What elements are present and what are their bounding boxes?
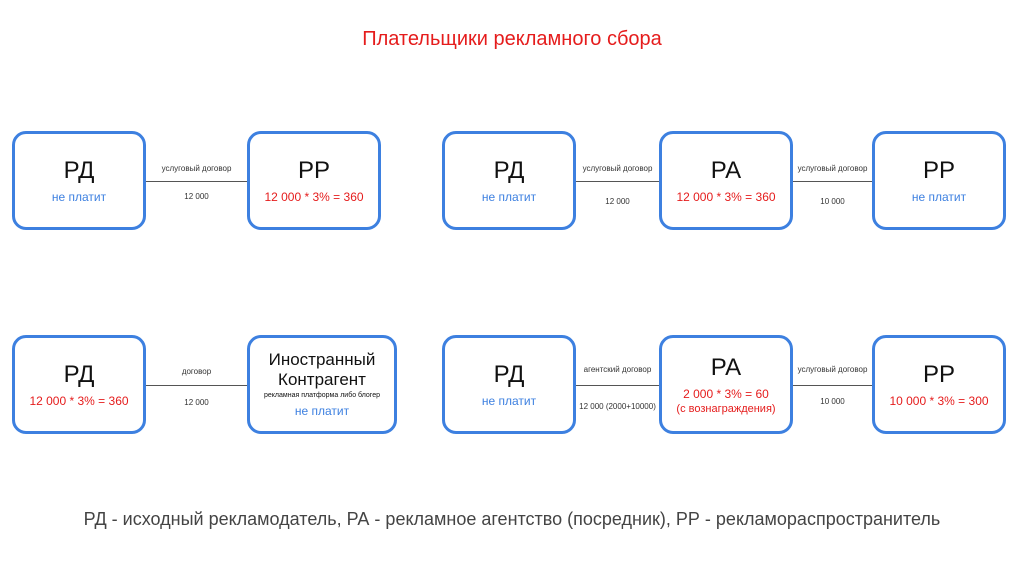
box-label: РА <box>710 353 742 381</box>
connector-line <box>793 385 872 386</box>
box-label: Контрагент <box>278 370 366 389</box>
box-note: рекламная платформа либо блогер <box>263 392 380 399</box>
box-label: РД <box>493 360 525 388</box>
box-status: не платит <box>51 189 107 204</box>
amount-label: 10 000 <box>820 397 845 406</box>
box-advertiser: РД не платит <box>442 131 576 230</box>
box-label: РР <box>297 156 330 184</box>
box-label: Иностранный <box>268 350 376 369</box>
contract-label: услуговый договор <box>582 164 653 173</box>
box-status: не платит <box>911 189 967 204</box>
box-advertiser: РД 12 000 * 3% = 360 <box>12 335 146 434</box>
box-agency: РА 2 000 * 3% = 60 (с вознаграждения) <box>659 335 793 434</box>
contract-label: услуговый договор <box>797 365 868 374</box>
amount-label: 12 000 (2000+10000) <box>579 402 656 411</box>
box-label: РД <box>63 156 95 184</box>
contract-label: услуговый договор <box>797 164 868 173</box>
connector-line <box>146 385 247 386</box>
box-distributor: РР 10 000 * 3% = 300 <box>872 335 1006 434</box>
box-advertiser: РД не платит <box>442 335 576 434</box>
connector-line <box>576 181 659 182</box>
amount-label: 12 000 <box>605 197 630 206</box>
legend: РД - исходный рекламодатель, РА - реклам… <box>83 509 941 529</box>
box-fee-note: (с вознаграждения) <box>676 402 776 415</box>
box-label: РР <box>922 360 955 388</box>
box-status: не платит <box>481 393 537 408</box>
contract-label: договор <box>181 367 212 376</box>
amount-label: 10 000 <box>820 197 845 206</box>
box-agency: РА 12 000 * 3% = 360 <box>659 131 793 230</box>
box-foreign-counterparty: Иностранный Контрагент рекламная платфор… <box>247 335 397 434</box>
box-advertiser: РД не платит <box>12 131 146 230</box>
box-fee: 12 000 * 3% = 360 <box>29 393 129 408</box>
box-label: РА <box>710 156 742 184</box>
connector-line <box>576 385 659 386</box>
box-label: РР <box>922 156 955 184</box>
box-label: РД <box>63 360 95 388</box>
box-fee: 12 000 * 3% = 360 <box>264 189 364 204</box>
box-label: РД <box>493 156 525 184</box>
contract-label: услуговый договор <box>161 164 232 173</box>
box-fee: 12 000 * 3% = 360 <box>676 189 776 204</box>
page-title: Плательщики рекламного сбора <box>362 28 662 50</box>
connector-line <box>146 181 247 182</box>
box-fee: 2 000 * 3% = 60 <box>683 386 769 401</box>
contract-label: агентский договор <box>583 365 652 374</box>
box-distributor: РР 12 000 * 3% = 360 <box>247 131 381 230</box>
box-status: не платит <box>294 404 350 418</box>
box-distributor: РР не платит <box>872 131 1006 230</box>
box-status: не платит <box>481 189 537 204</box>
amount-label: 12 000 <box>184 398 209 407</box>
connector-line <box>793 181 872 182</box>
box-fee: 10 000 * 3% = 300 <box>889 393 989 408</box>
amount-label: 12 000 <box>184 192 209 201</box>
